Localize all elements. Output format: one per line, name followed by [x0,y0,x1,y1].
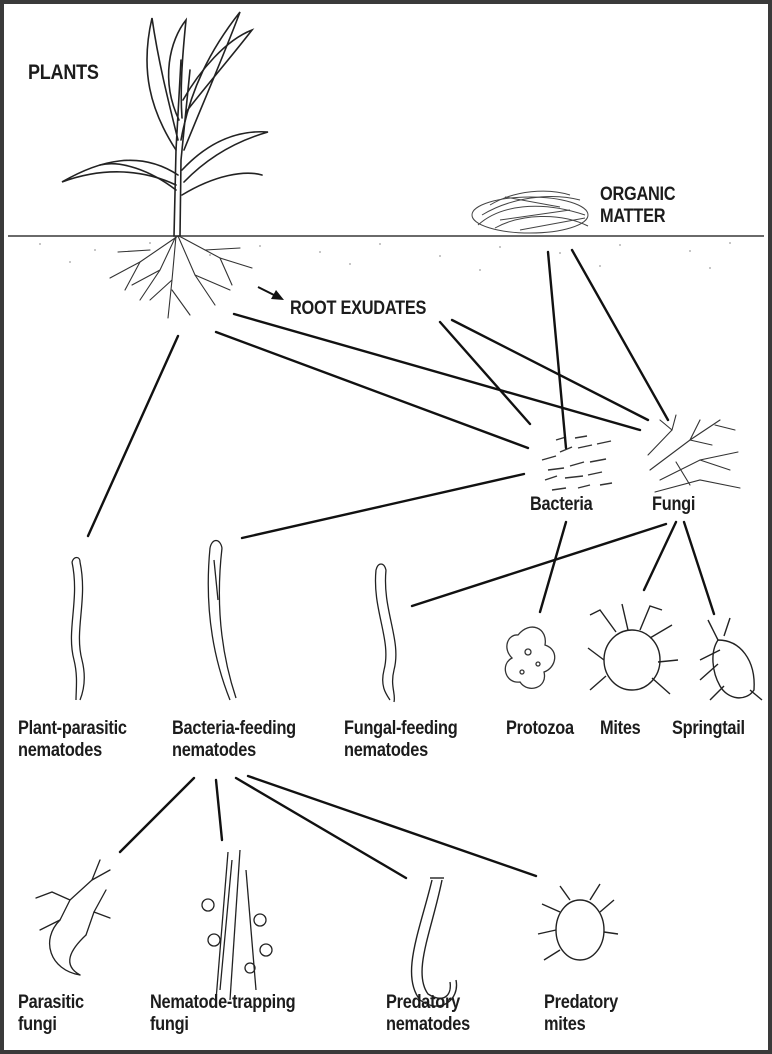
label-parasitic-fungi: Parasitic fungi [18,992,84,1036]
parasitic-fungi-icon [36,860,110,975]
label-nematode-trapping-fungi: Nematode-trapping fungi [150,992,295,1036]
food-web-connections [88,250,714,878]
exudate-arrow [258,287,284,300]
protozoa-icon [505,627,554,688]
label-fungi: Fungi [652,494,695,516]
plant-parasitic-nematode-icon [71,558,84,701]
link-bacteria-protozoa [540,522,566,612]
link-om-bacteria [548,252,566,448]
roots-icon [110,236,252,318]
label-organic-matter: ORGANIC MATTER [600,184,675,228]
fungal-feeding-nematode-icon [375,564,395,702]
bacteria-icon [542,436,612,490]
label-plant-parasitic-nematodes: Plant-parasitic nematodes [18,718,127,762]
predatory-mite-icon [538,884,618,960]
label-protozoa: Protozoa [506,718,574,740]
link-om-fungi [572,250,668,420]
label-bacteria: Bacteria [530,494,592,516]
label-springtail: Springtail [672,718,745,740]
link-bfn-trapping-fungi [216,780,222,840]
link-roots-plant-parasitic [88,336,178,536]
springtail-icon [700,618,762,700]
mite-icon [588,604,678,694]
label-root-exudates: ROOT EXUDATES [290,298,426,320]
link-roots-fungi [234,314,640,430]
nematode-trapping-fungi-icon [202,850,272,1000]
label-predatory-nematodes: Predatory nematodes [386,992,470,1036]
link-bfn-predatory-nematodes [236,778,406,878]
link-fungi-fungal-feeding [412,524,666,606]
label-bacteria-feeding-nematodes: Bacteria-feeding nematodes [172,718,296,762]
label-plants: PLANTS [28,62,99,84]
fungi-icon [648,415,740,492]
bacteria-feeding-nematode-icon [208,541,236,701]
link-bfn-predatory-mites [248,776,536,876]
link-bfn-parasitic-fungi [120,778,194,852]
label-fungal-feeding-nematodes: Fungal-feeding nematodes [344,718,457,762]
label-predatory-mites: Predatory mites [544,992,618,1036]
soil-surface [8,236,764,271]
link-roots-bacteria [216,332,528,448]
link-bacteria-bacteria-feeding [242,474,524,538]
label-mites: Mites [600,718,640,740]
link-fungi-mites [644,522,676,590]
predatory-nematode-icon [412,878,457,1006]
organic-matter-icon [472,191,588,233]
link-fungi-springtail [684,522,714,614]
plant-icon [62,12,268,236]
